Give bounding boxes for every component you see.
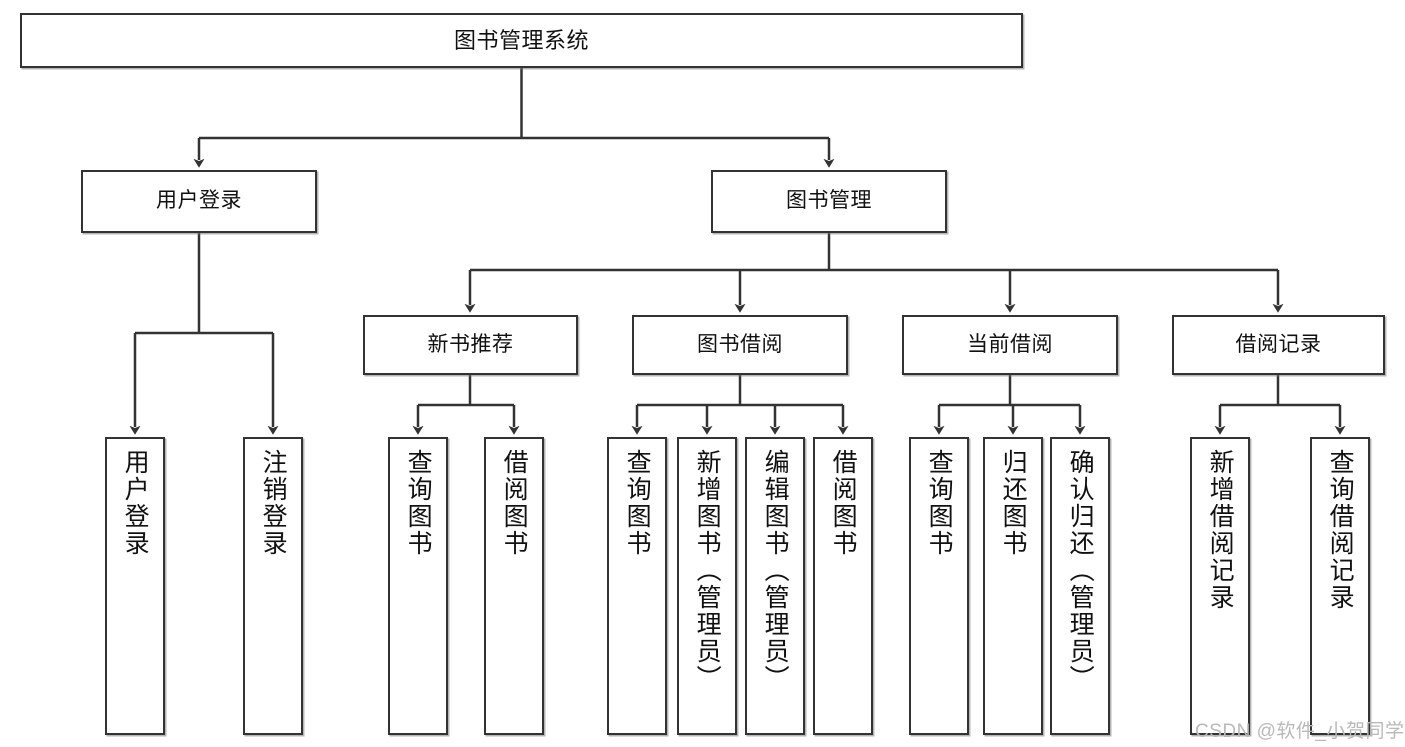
node-new-book-rec[interactable]: 新书推荐 [363, 315, 578, 375]
csdn-watermark: CSDN @软件_小贺同学 [1195, 721, 1405, 742]
node-leaf-edit-book[interactable]: 编辑图书（管理员） [745, 437, 805, 735]
node-leaf-edit-book-label: 编辑图书（管理员） [761, 449, 790, 692]
node-leaf-add-book-label: 新增图书（管理员） [693, 449, 722, 692]
node-leaf-query-book-2[interactable]: 查询图书 [607, 437, 667, 735]
node-user-login-label: 用户登录 [156, 189, 242, 213]
node-borrow-record[interactable]: 借阅记录 [1172, 315, 1385, 375]
node-user-login[interactable]: 用户登录 [81, 170, 317, 233]
node-leaf-query-book-1-label: 查询图书 [404, 449, 433, 557]
node-leaf-user-login[interactable]: 用户登录 [105, 437, 165, 735]
node-leaf-borrow-book-1[interactable]: 借阅图书 [484, 437, 544, 735]
node-book-borrow[interactable]: 图书借阅 [632, 315, 848, 375]
node-leaf-return-book-label: 归还图书 [999, 449, 1028, 557]
node-leaf-borrow-book-2[interactable]: 借阅图书 [813, 437, 873, 735]
node-leaf-confirm-return[interactable]: 确认归还（管理员） [1050, 437, 1110, 735]
node-leaf-query-book-2-label: 查询图书 [623, 449, 652, 557]
node-leaf-query-book-1[interactable]: 查询图书 [388, 437, 448, 735]
node-book-manage[interactable]: 图书管理 [711, 170, 947, 233]
node-leaf-query-book-3[interactable]: 查询图书 [909, 437, 969, 735]
node-leaf-query-record-label: 查询借阅记录 [1326, 449, 1355, 611]
node-leaf-add-record[interactable]: 新增借阅记录 [1190, 437, 1250, 735]
node-book-manage-label: 图书管理 [786, 189, 872, 213]
node-root[interactable]: 图书管理系统 [20, 13, 1023, 68]
node-leaf-query-book-3-label: 查询图书 [925, 449, 954, 557]
node-leaf-query-record[interactable]: 查询借阅记录 [1310, 437, 1370, 735]
node-root-label: 图书管理系统 [453, 27, 589, 53]
node-leaf-borrow-book-1-label: 借阅图书 [500, 449, 529, 557]
node-book-borrow-label: 图书借阅 [697, 332, 783, 356]
node-new-book-rec-label: 新书推荐 [427, 332, 514, 356]
node-leaf-borrow-book-2-label: 借阅图书 [829, 449, 858, 557]
node-current-borrow[interactable]: 当前借阅 [902, 315, 1118, 375]
node-leaf-return-book[interactable]: 归还图书 [983, 437, 1043, 735]
node-leaf-add-record-label: 新增借阅记录 [1206, 449, 1235, 611]
node-current-borrow-label: 当前借阅 [967, 332, 1053, 356]
node-leaf-logout[interactable]: 注销登录 [243, 437, 303, 735]
node-leaf-user-login-label: 用户登录 [121, 449, 150, 557]
node-leaf-add-book[interactable]: 新增图书（管理员） [677, 437, 737, 735]
node-borrow-record-label: 借阅记录 [1235, 332, 1322, 356]
node-leaf-confirm-return-label: 确认归还（管理员） [1066, 449, 1095, 692]
node-leaf-logout-label: 注销登录 [259, 449, 288, 557]
